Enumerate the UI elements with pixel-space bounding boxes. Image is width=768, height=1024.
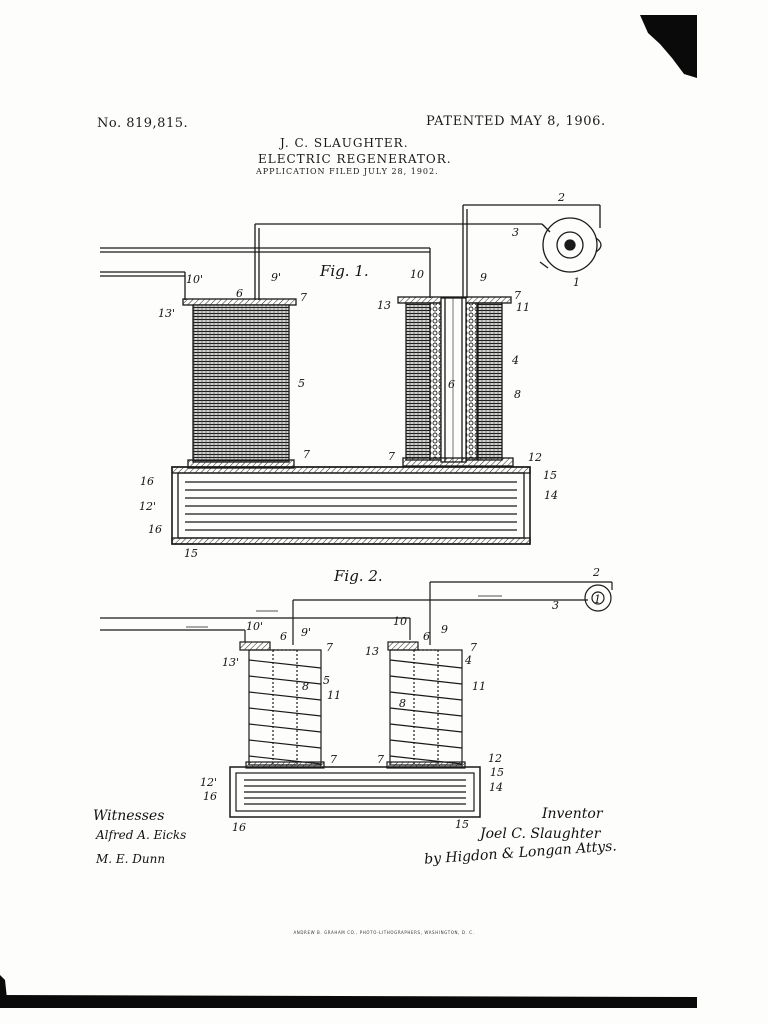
- fig1-ref: 12': [139, 500, 156, 513]
- witness-signature-2: M. E. Dunn: [96, 852, 166, 866]
- fig2-ref: 16: [232, 821, 246, 834]
- patent-number: No. 819,815.: [97, 116, 189, 131]
- fig2-ref: 2: [592, 566, 600, 579]
- fig2-ref: 7: [326, 641, 333, 654]
- fig1-ref: 6: [448, 378, 455, 391]
- patented-date: PATENTED MAY 8, 1906.: [426, 114, 606, 129]
- fig1-ref: 16: [140, 475, 154, 488]
- fig1-ref: 15: [543, 469, 557, 482]
- fig1-ref: 15: [184, 547, 198, 560]
- inventor-name: J. C. SLAUGHTER.: [280, 136, 409, 150]
- fig1-ref: 7: [514, 289, 521, 302]
- fig1-ref: 14: [544, 489, 558, 502]
- fig1-label: Fig. 1.: [319, 262, 369, 280]
- fig2-ref: 6: [423, 630, 430, 643]
- scan-border-left: [0, 975, 8, 1008]
- fig2-ref: 12': [200, 776, 217, 789]
- fig1-ref: 7: [303, 448, 310, 461]
- inventor-label: Inventor: [542, 806, 603, 822]
- fig2-ref: 8: [399, 697, 406, 710]
- fig2-reference-numerals: 2 1 3 10' 6 9' 7 10 6 9 7 13' 13 4 8 5 1…: [200, 566, 601, 834]
- torn-corner: [640, 15, 697, 78]
- figure-2: [100, 581, 613, 818]
- witnesses-label: Witnesses: [93, 808, 165, 824]
- fig1-ref: 9: [480, 271, 487, 284]
- fig1-ref: 7: [300, 291, 307, 304]
- printer-credit: ANDREW B. GRAHAM CO., PHOTO-LITHOGRAPHER…: [293, 930, 475, 935]
- scan-border-bottom: [0, 995, 697, 1008]
- fig1-ref: 5: [298, 377, 305, 390]
- fig2-ref: 14: [489, 781, 503, 794]
- fig1-ref: 10: [410, 268, 424, 281]
- fig1-ref: 4: [511, 354, 519, 367]
- fig1-ref: 16: [148, 523, 162, 536]
- fig2-ref: 7: [330, 753, 337, 766]
- fig2-ref: 13: [365, 645, 379, 658]
- fig1-ref: 8: [514, 388, 521, 401]
- fig1-ref: 11: [516, 301, 530, 314]
- fig2-ref: 7: [377, 753, 384, 766]
- fig2-label: Fig. 2.: [333, 567, 383, 585]
- fig1-ref: 9': [271, 271, 281, 284]
- fig1-ref: 10': [186, 273, 203, 286]
- fig1-ref: 13: [377, 299, 391, 312]
- fig2-ref: 11: [327, 689, 341, 702]
- fig2-ref: 7: [470, 641, 477, 654]
- fig1-ref: 12: [528, 451, 542, 464]
- fig2-ref: 6: [280, 630, 287, 643]
- fig1-ref: 7: [388, 450, 395, 463]
- fig2-ref: 1: [594, 593, 601, 606]
- fig2-ref: 12: [488, 752, 502, 765]
- fig1-ref: 3: [512, 226, 519, 239]
- fig2-ref: 10': [246, 620, 263, 633]
- fig1-ref: 2: [557, 191, 565, 204]
- fig2-ref: 16: [203, 790, 217, 803]
- fig2-ref: 3: [552, 599, 559, 612]
- fig2-ref: 15: [455, 818, 469, 831]
- fig1-ref: 6: [236, 287, 243, 300]
- fig2-ref: 5: [323, 674, 330, 687]
- application-filed: APPLICATION FILED JULY 28, 1902.: [256, 167, 439, 176]
- patent-title: ELECTRIC REGENERATOR.: [258, 152, 452, 166]
- fig2-ref: 11: [472, 680, 486, 693]
- fig2-ref: 4: [464, 654, 472, 667]
- fig1-ref: 13': [158, 307, 175, 320]
- fig2-ref: 9: [441, 623, 448, 636]
- figure-1: [100, 204, 602, 545]
- fig2-ref: 13': [222, 656, 239, 669]
- fig2-ref: 10: [393, 615, 407, 628]
- fig2-ref: 9': [301, 626, 311, 639]
- fig1-ref: 1: [573, 276, 580, 289]
- inventor-signature: Joel C. Slaughter: [480, 826, 601, 842]
- fig2-ref: 15: [490, 766, 504, 779]
- fig1-reference-numerals: 2 3 1 10' 9' 10 9 6 7 13' 13 7 11 5 6 4 …: [139, 191, 580, 560]
- fig2-ref: 8: [302, 680, 309, 693]
- witness-signature-1: Alfred A. Eicks: [96, 828, 187, 842]
